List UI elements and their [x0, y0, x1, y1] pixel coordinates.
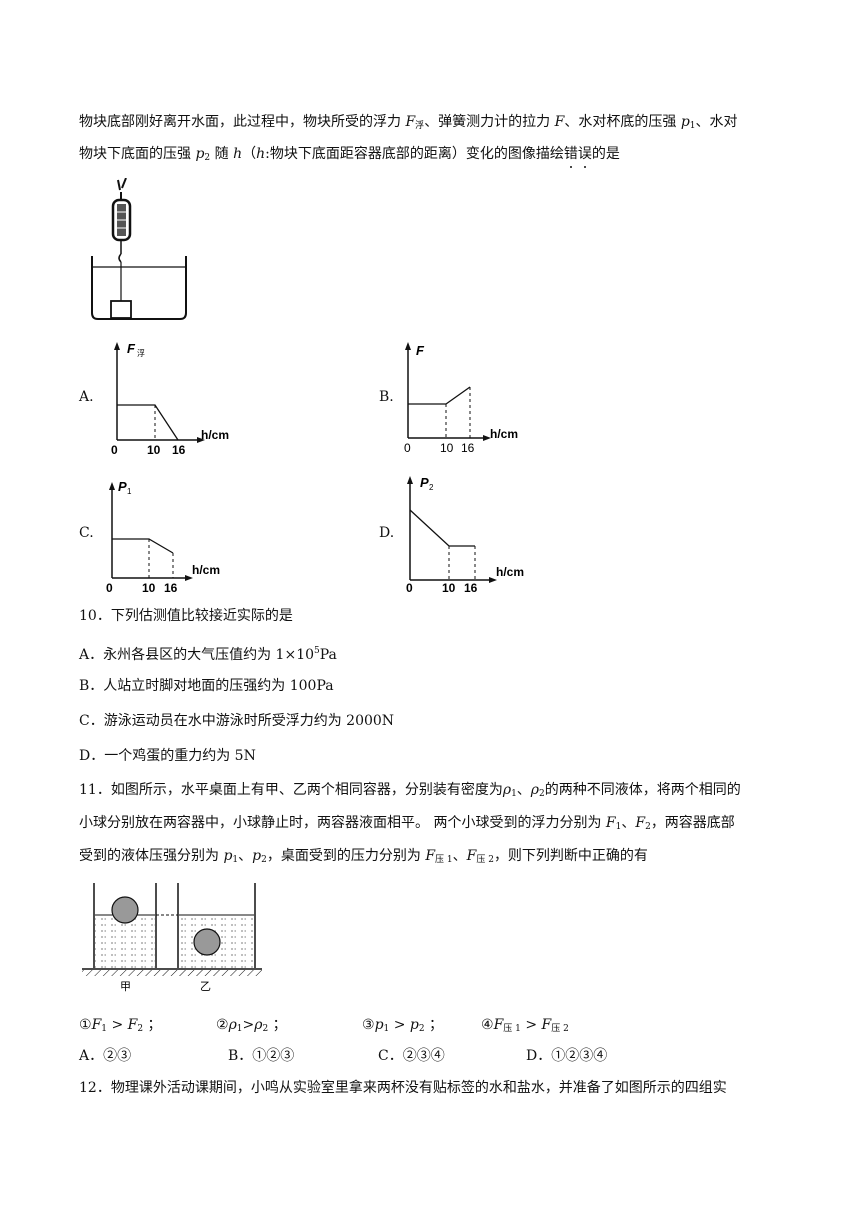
q9-option-a-label: A. [79, 389, 94, 405]
q10-option-a: A．永州各县区的大气压值约为 1×105Pa [79, 646, 337, 663]
spring-scale-figure [91, 178, 187, 320]
graph-d-tick-10: 10 [442, 581, 456, 594]
q10-option-d: D．一个鸡蛋的重力约为 5N [79, 748, 256, 764]
spring-scale-icon [111, 198, 132, 301]
graph-c-xlabel: h/cm [192, 563, 220, 577]
graph-c-ylabel-sub: 1 [127, 487, 132, 496]
q9-line-2: 物块下底面的压强 p2 随 h（h:物块下底面距容器底部的距离）变化的图像描绘错… [79, 146, 620, 163]
container-label-yi: 乙 [200, 980, 211, 993]
q11-choice-b: B．①②③ [228, 1048, 295, 1064]
graph-b-tick-0: 0 [404, 441, 411, 455]
graph-b: F h/cm 0 10 16 [404, 342, 518, 455]
q11-choice-a: A．②③ [79, 1048, 132, 1064]
q11-line-2: 小球分别放在两容器中，小球静止时，两容器液面相平。 两个小球受到的浮力分别为 F… [79, 815, 735, 832]
graph-d-ylabel-sub: 2 [429, 483, 434, 492]
graph-d-xlabel: h/cm [496, 565, 524, 579]
q9-option-c-label: C. [79, 525, 94, 541]
q11-line-3: 受到的液体压强分别为 p1、p2，桌面受到的压力分别为 F压 1、F压 2，则下… [79, 848, 648, 865]
graph-a-ylabel: F [127, 341, 136, 356]
q11-statement-2: ②ρ1>ρ2 ； [216, 1017, 287, 1034]
graph-b-tick-16: 16 [461, 441, 475, 455]
graph-a-xlabel: h/cm [201, 428, 229, 442]
graph-d-ylabel: P [420, 475, 429, 490]
container-label-jia: 甲 [120, 981, 131, 993]
ball-jia [111, 896, 139, 924]
graph-c-line [112, 538, 174, 554]
graph-a-tick-10: 10 [147, 443, 161, 457]
q9-line-1: 物块底部刚好离开水面，此过程中，物块所受的浮力 F浮、弹簧测力计的拉力 F、水对… [79, 114, 738, 131]
graph-c-tick-0: 0 [106, 581, 113, 594]
graph-b-ylabel: F [416, 343, 425, 358]
q9-option-b-label: B. [379, 389, 394, 405]
container-jia [93, 883, 157, 968]
q11-line-1: 11．如图所示，水平桌面上有甲、乙两个相同容器，分别装有密度为ρ1、ρ2的两种不… [79, 782, 741, 799]
q11-statement-4: ④F压 1 > F压 2 [481, 1017, 569, 1034]
beaker-icon [91, 256, 187, 320]
q10-option-c: C．游泳运动员在水中游泳时所受浮力约为 2000N [79, 713, 395, 729]
graph-c-tick-16: 16 [164, 581, 178, 594]
q10-option-b: B．人站立时脚对地面的压强约为 100Pa [79, 678, 334, 694]
q9-option-d-label: D. [379, 525, 395, 541]
graph-a-ylabel-sub: 浮 [137, 348, 145, 358]
graph-b-xlabel: h/cm [490, 427, 518, 441]
graph-a: F 浮 h/cm 0 10 16 [111, 341, 229, 457]
two-containers-figure: 甲 乙 [82, 883, 262, 993]
graph-a-line [117, 404, 179, 441]
block-icon [110, 300, 132, 319]
hand-hook-icon [117, 178, 127, 200]
graph-b-line [408, 386, 471, 405]
graph-a-tick-16: 16 [172, 443, 186, 457]
graph-d-tick-16: 16 [464, 581, 478, 594]
q11-choice-d: D．①②③④ [526, 1048, 608, 1064]
graph-a-tick-0: 0 [111, 443, 118, 457]
q11-statement-1: ①F1 > F2 ； [79, 1017, 162, 1034]
q10-stem: 10．下列估测值比较接近实际的是 [79, 608, 293, 624]
container-yi [177, 883, 256, 968]
graph-d-line [409, 509, 475, 547]
graph-d: P 2 h/cm 0 10 16 [406, 475, 524, 594]
graph-d-tick-0: 0 [406, 581, 413, 594]
q12-line-1: 12．物理课外活动课期间，小鸣从实验室里拿来两杯没有贴标签的水和盐水，并准备了如… [79, 1080, 727, 1096]
graph-c-ylabel: P [118, 479, 127, 494]
q11-statement-3: ③p1 > p2 ； [362, 1017, 444, 1034]
graph-c: P 1 h/cm 0 10 16 [106, 479, 220, 594]
q11-choice-c: C．②③④ [378, 1048, 445, 1064]
graph-c-tick-10: 10 [142, 581, 156, 594]
graph-b-tick-10: 10 [440, 441, 454, 455]
ball-yi [193, 928, 221, 956]
